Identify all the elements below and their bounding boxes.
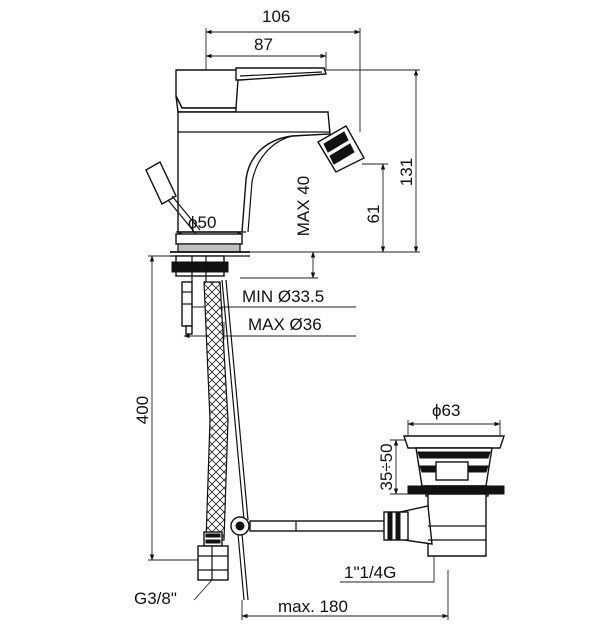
dim-min-hole-label: MIN Ø33.5 [242,287,324,306]
pop-up-waste [383,435,505,557]
mixer-body [176,111,331,233]
dim-waste-range-label: 35÷50 [377,443,396,490]
pull-rod-linkage [221,279,387,601]
aerator-nozzle [317,125,365,173]
dim-max-hole-label: MAX Ø36 [248,315,322,334]
dim-spout-height-label: 61 [364,205,383,224]
dim-base-diameter-label: ϕ50 [188,213,216,232]
fixing-shank [171,255,229,335]
mixer-base [170,233,250,257]
hose-inlet-connector [197,531,229,581]
dim-width-total-label: 106 [262,7,290,26]
dim-inlet-thread-label: G3/8" [134,589,177,608]
dim-width-lever-label: 87 [254,35,273,54]
mixer-lever-handle [175,67,327,113]
dim-waste-diameter-label: ϕ63 [432,401,460,420]
pop-up-pull-rod [145,161,201,235]
braided-flexible-hose [203,281,229,541]
dim-hose-length-label: 400 [133,396,152,424]
dim-height-total-label: 131 [397,158,416,186]
dim-rod-length-label: max. 180 [278,597,348,616]
dim-waste-thread-label: 1"1/4G [344,563,396,582]
dim-max-deck-label: MAX 40 [294,176,313,236]
